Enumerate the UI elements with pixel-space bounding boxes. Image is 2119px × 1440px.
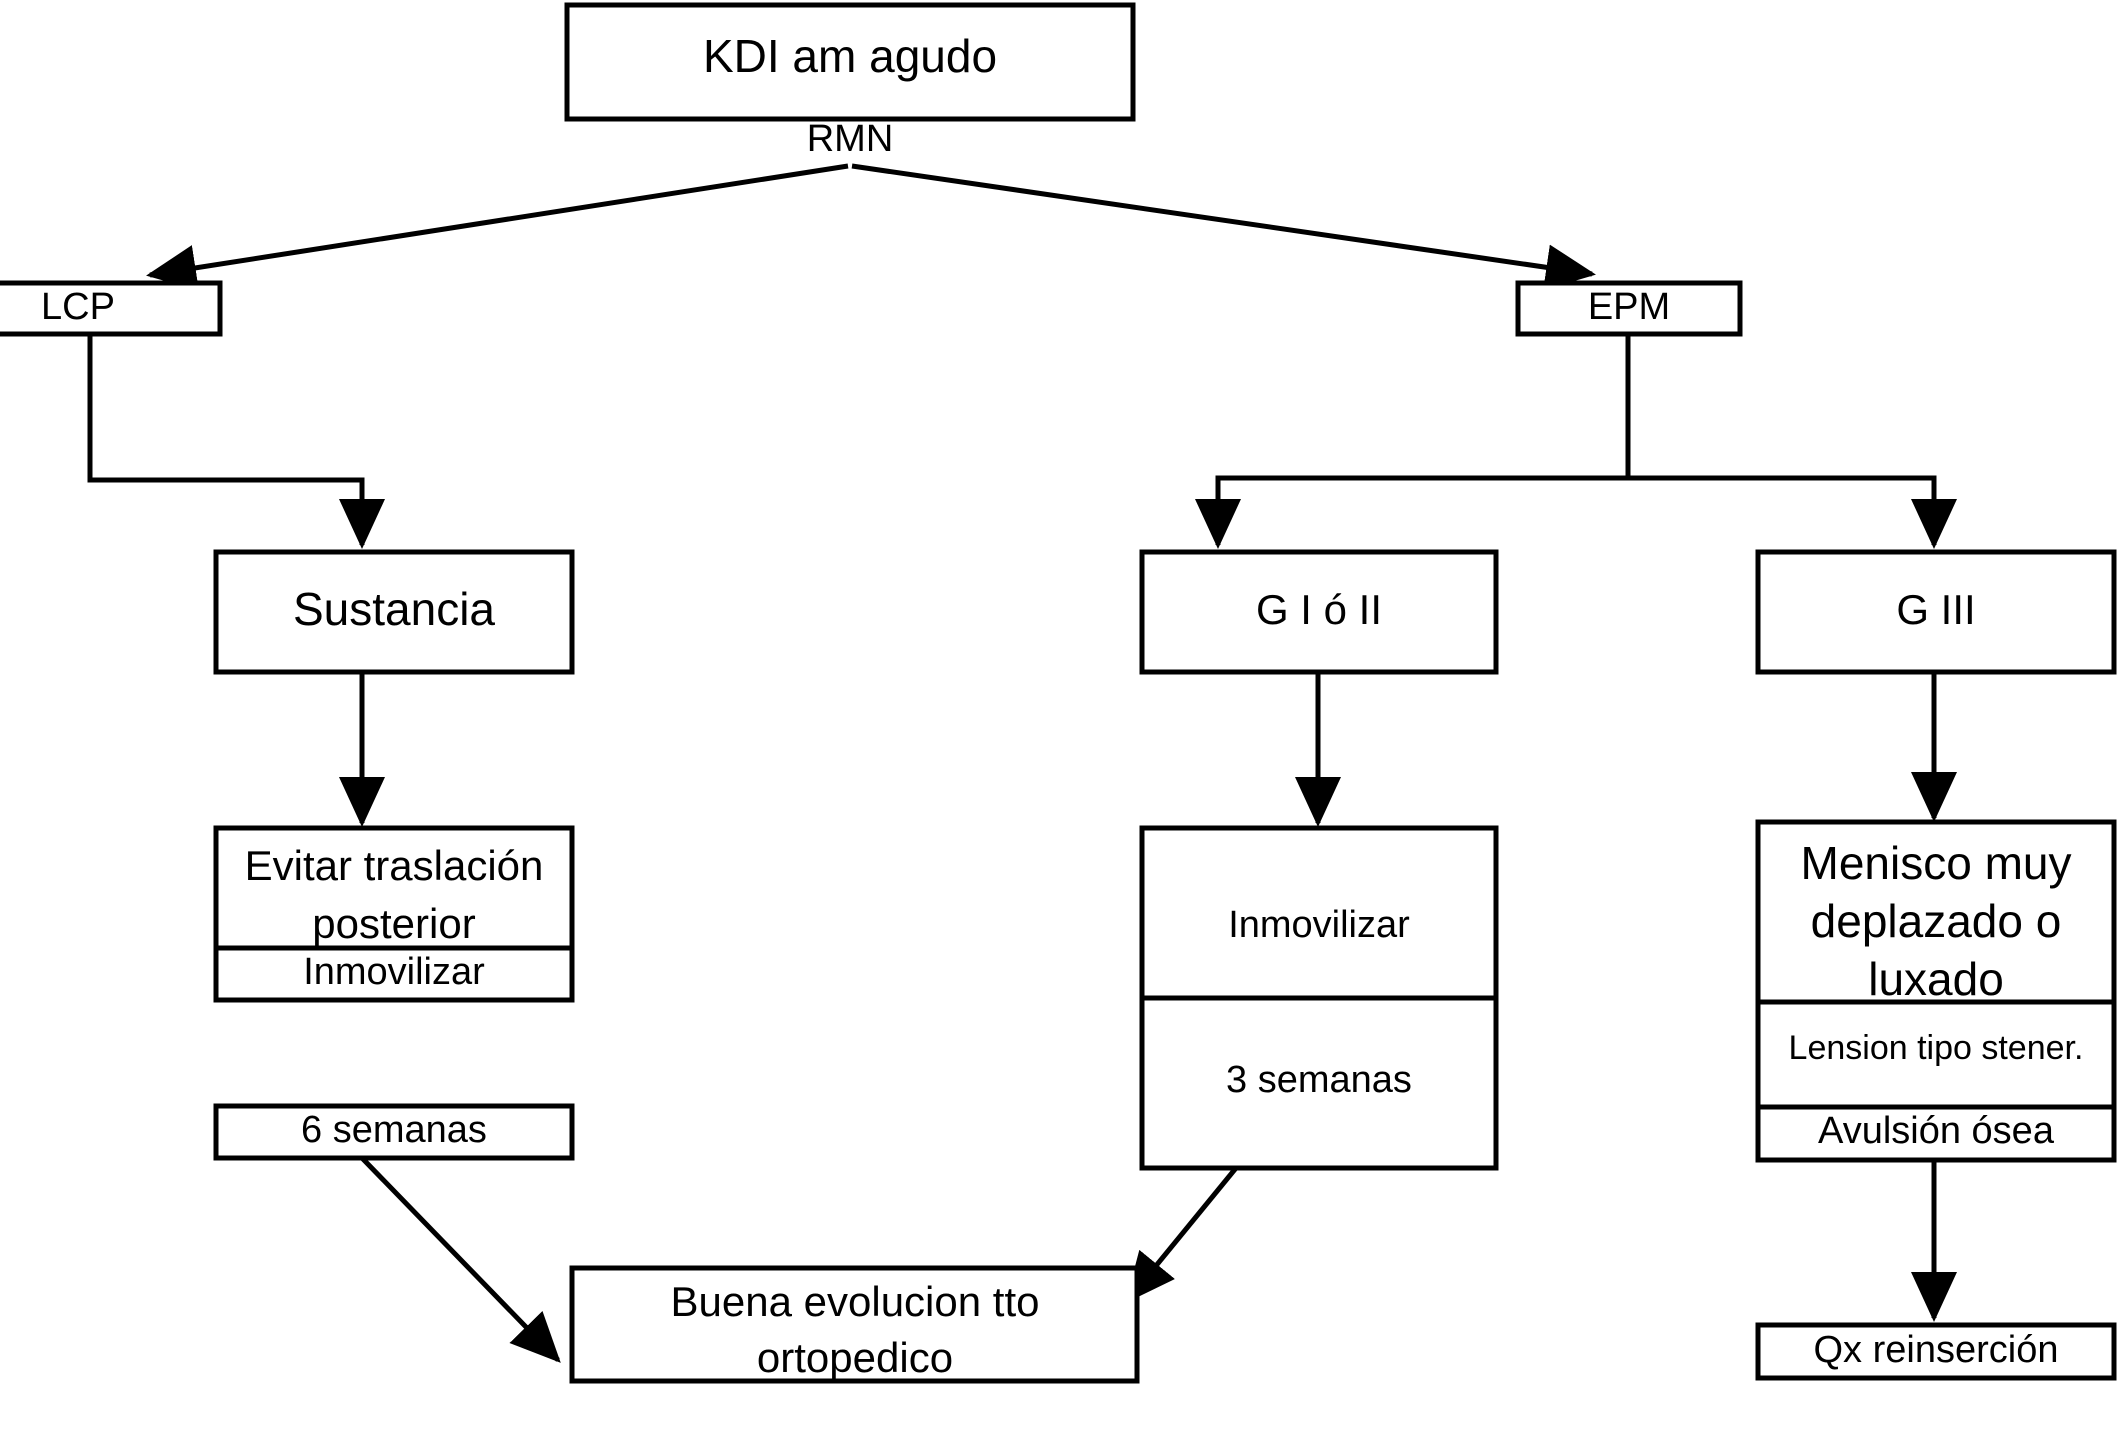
node-kdi-am-agudo[interactable] [564, 2, 1136, 122]
edge-3semanas-to-buena [1125, 1166, 1238, 1304]
node-evitar-traslacion[interactable] [213, 825, 575, 951]
node-lcp-label: LCP [41, 286, 115, 328]
edge-lcp-to-sustancia [87, 334, 385, 550]
edge-root-to-epm [851, 163, 1596, 291]
edge-label-rmn: RMN [807, 118, 894, 160]
node-menisco-line1: Menisco muy [1801, 837, 2072, 889]
edge-root-to-lcp [146, 163, 849, 291]
node-kdi-am-agudo-label: KDI am agudo [703, 30, 997, 82]
node-menisco-line2: deplazado o [1811, 895, 2062, 947]
node-6-semanas[interactable] [213, 1103, 575, 1161]
node-qx-reinsercion[interactable] [1755, 1322, 2117, 1381]
node-menisco-line3: luxado [1868, 953, 2004, 1005]
edge-6semanas-to-buena [360, 1156, 561, 1363]
node-6-semanas-label: 6 semanas [301, 1109, 487, 1151]
node-evitar-traslacion-line2: posterior [312, 900, 475, 947]
node-lcp[interactable] [0, 280, 223, 337]
node-sustancia[interactable] [213, 549, 575, 675]
node-buena-evolucion-line1: Buena evolucion tto [671, 1278, 1040, 1325]
edge-epm-to-g3 [1628, 475, 1957, 550]
node-evitar-traslacion-line1: Evitar traslación [245, 842, 544, 889]
node-buena-evolucion[interactable] [569, 1265, 1140, 1384]
node-g1-o-g2-label: G I ó II [1256, 586, 1382, 633]
node-lension-tipo-stener[interactable] [1755, 999, 2117, 1110]
node-evitar-traslacion-sub-label: Inmovilizar [303, 951, 485, 993]
node-sustancia-label: Sustancia [293, 583, 495, 635]
node-avulsion-osea[interactable] [1755, 1104, 2117, 1163]
node-evitar-traslacion-sub[interactable] [213, 945, 575, 1003]
node-qx-reinsercion-label: Qx reinserción [1814, 1329, 2059, 1371]
node-g3[interactable] [1755, 549, 2117, 675]
node-g3-label: G III [1896, 586, 1975, 633]
node-g1-o-g2[interactable] [1139, 549, 1499, 675]
edge-epm-to-g1o2 [1195, 332, 1631, 550]
node-epm-label: EPM [1588, 286, 1670, 328]
node-epm[interactable] [1515, 280, 1743, 337]
node-avulsion-osea-label: Avulsión ósea [1818, 1110, 2055, 1152]
node-lension-tipo-stener-label: Lension tipo stener. [1789, 1029, 2084, 1067]
node-buena-evolucion-line2: ortopedico [757, 1334, 953, 1381]
node-inmovilizar-label: Inmovilizar [1228, 904, 1410, 946]
node-3-semanas-label: 3 semanas [1226, 1059, 1412, 1101]
